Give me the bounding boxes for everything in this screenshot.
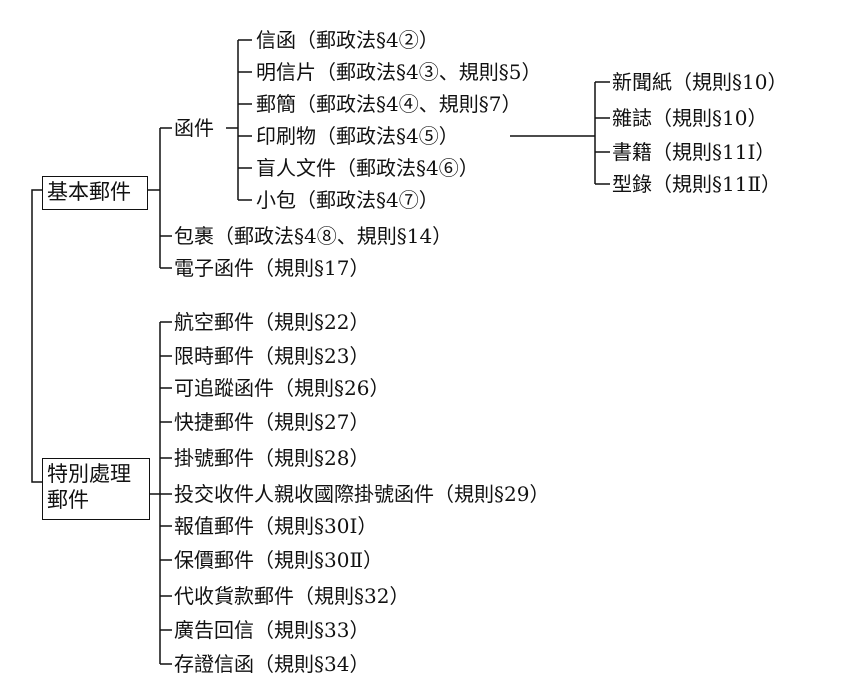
special-mail-label-line1: 特別處理	[47, 462, 131, 486]
letter-item: 印刷物（郵政法§4⑤）	[256, 124, 459, 148]
special-mail-box: 特別處理 郵件	[42, 458, 150, 520]
basic-other-item: 包裹（郵政法§4⑧、規則§14）	[174, 224, 453, 248]
letter-item: 小包（郵政法§4⑦）	[256, 188, 439, 212]
root-connector	[31, 189, 42, 483]
printed-sub-item: 書籍（規則§11Ⅰ）	[612, 140, 776, 164]
basic-mail-box: 基本郵件	[42, 176, 148, 210]
special-item: 投交收件人親收國際掛號函件（規則§29）	[174, 482, 550, 506]
letters-connector	[226, 39, 252, 201]
printed-connector	[510, 81, 610, 185]
basic-other-item: 電子函件（規則§17）	[174, 256, 370, 280]
special-item: 廣告回信（規則§33）	[174, 618, 370, 642]
printed-sub-item: 型錄（規則§11Ⅱ）	[612, 172, 782, 196]
special-mail-label-line2: 郵件	[47, 488, 89, 512]
special-item: 掛號郵件（規則§28）	[174, 446, 370, 470]
letter-item: 郵簡（郵政法§4④、規則§7）	[256, 92, 522, 116]
special-item: 保價郵件（規則§30Ⅱ）	[174, 548, 384, 572]
printed-sub-item: 新聞紙（規則§10）	[612, 70, 788, 94]
special-item: 航空郵件（規則§22）	[174, 310, 370, 334]
letter-item: 明信片（郵政法§4③、規則§5）	[256, 60, 542, 84]
special-item: 快捷郵件（規則§27）	[174, 410, 370, 434]
basic-mail-connector	[148, 127, 172, 269]
special-mail-connector	[150, 321, 172, 665]
basic-mail-label: 基本郵件	[47, 180, 131, 204]
special-item: 限時郵件（規則§23）	[174, 344, 370, 368]
special-item: 存證信函（規則§34）	[174, 652, 370, 676]
special-item: 可追蹤函件（規則§26）	[174, 376, 390, 400]
letter-item: 信函（郵政法§4②）	[256, 28, 439, 52]
special-item: 代收貨款郵件（規則§32）	[174, 584, 410, 608]
special-item: 報值郵件（規則§30Ⅰ）	[174, 514, 378, 538]
letter-item: 盲人文件（郵政法§4⑥）	[256, 156, 479, 180]
printed-sub-item: 雜誌（規則§10）	[612, 106, 768, 130]
letters-label: 函件	[174, 116, 214, 140]
